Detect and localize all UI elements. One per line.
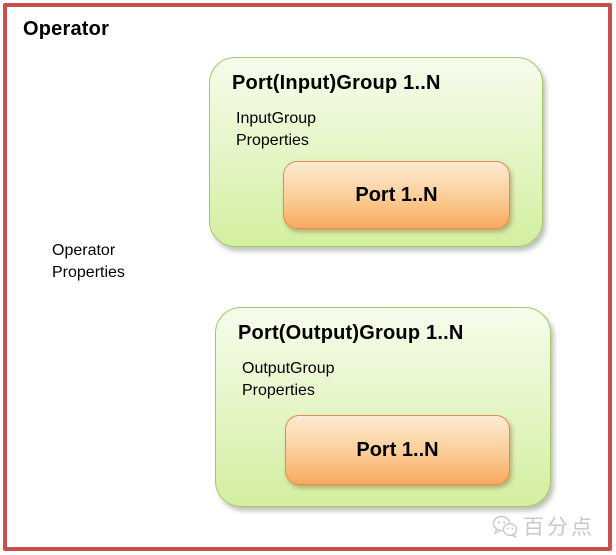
output-port-box: Port 1..N <box>285 415 510 485</box>
output-group-properties-line2: Properties <box>242 382 315 399</box>
output-group-title: Port(Output)Group 1..N <box>238 322 464 344</box>
watermark-text: 百分点 <box>523 516 595 539</box>
watermark: 百分点 <box>492 511 595 541</box>
operator-properties-line1: Operator <box>52 242 116 259</box>
input-group-properties: InputGroup Properties <box>236 108 316 152</box>
wechat-icon <box>492 515 518 538</box>
input-group-box: Port(Input)Group 1..N InputGroup Propert… <box>209 57 543 247</box>
operator-properties-line2: Properties <box>52 264 125 281</box>
output-group-properties: OutputGroup Properties <box>242 358 335 402</box>
input-port-label: Port 1..N <box>355 183 438 206</box>
operator-label: Operator <box>23 18 110 40</box>
output-port-label: Port 1..N <box>356 438 439 461</box>
input-port-box: Port 1..N <box>283 161 510 229</box>
operator-container: Operator Operator Properties Port(Input)… <box>3 3 612 551</box>
input-group-title: Port(Input)Group 1..N <box>232 72 441 94</box>
input-group-properties-line2: Properties <box>236 132 309 149</box>
output-group-box: Port(Output)Group 1..N OutputGroup Prope… <box>215 307 551 507</box>
output-group-properties-line1: OutputGroup <box>242 360 335 377</box>
input-group-properties-line1: InputGroup <box>236 110 317 127</box>
operator-properties: Operator Properties <box>52 240 125 284</box>
